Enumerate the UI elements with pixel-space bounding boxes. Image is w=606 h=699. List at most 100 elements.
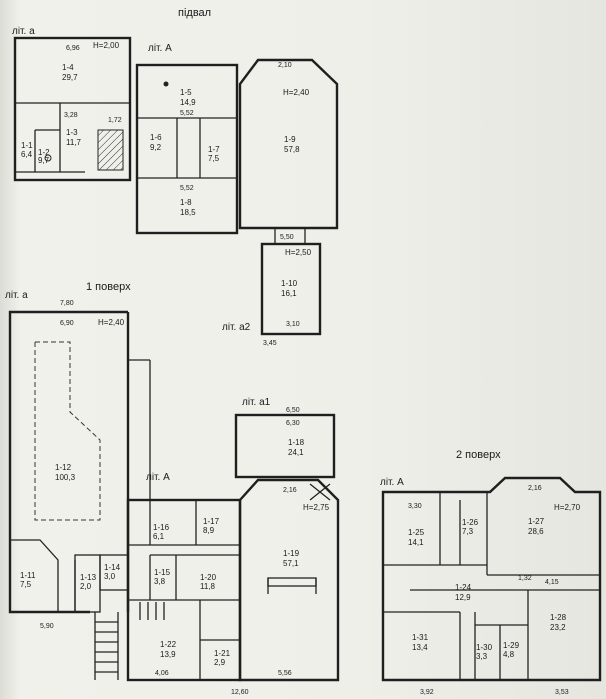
dimension-label: 12,60 bbox=[231, 689, 249, 696]
room-label: 1-11 bbox=[20, 571, 36, 580]
dimension-label: 5,52 bbox=[180, 110, 194, 117]
first-floor-plan bbox=[8, 310, 340, 682]
room-area: 2,0 bbox=[80, 582, 92, 591]
room-area: 23,2 bbox=[550, 623, 566, 632]
room-area: 3,3 bbox=[476, 652, 488, 661]
letter-label: літ. А bbox=[380, 477, 404, 488]
room-area: 12,9 bbox=[455, 593, 471, 602]
room-label: 1-26 bbox=[462, 518, 479, 527]
dimension-label: 1,72 bbox=[108, 117, 122, 124]
dimension-label: 3,53 bbox=[555, 689, 569, 696]
room-area: 7,3 bbox=[462, 527, 474, 536]
room-label: 1-1 bbox=[21, 141, 33, 150]
room-area: 3,8 bbox=[154, 577, 166, 586]
room-1-19-outline bbox=[238, 478, 340, 682]
room-area: 18,5 bbox=[180, 208, 196, 217]
fixture-symbol bbox=[44, 154, 52, 162]
room-label: 1-29 bbox=[503, 641, 520, 650]
room-label: 1-5 bbox=[180, 88, 192, 97]
room-label: 1-30 bbox=[476, 643, 493, 652]
room-label: 1-25 bbox=[408, 528, 425, 537]
lit-a1-terrace-outline bbox=[234, 413, 336, 479]
first-floor-heading: 1 поверх bbox=[86, 281, 131, 293]
dimension-label: 3,30 bbox=[408, 503, 422, 510]
room-label: 1-13 bbox=[80, 573, 97, 582]
room-label: 1-4 bbox=[62, 63, 74, 72]
ceiling-height: H=2,50 bbox=[285, 248, 312, 257]
room-1-10-outline bbox=[260, 242, 322, 336]
letter-label: літ. а2 bbox=[222, 322, 251, 333]
room-label: 1-24 bbox=[455, 583, 472, 592]
room-label: 1-6 bbox=[150, 133, 162, 142]
pool-outline-dashed bbox=[34, 341, 101, 521]
ceiling-height: H=2,00 bbox=[93, 41, 120, 50]
letter-label: літ. А bbox=[146, 472, 170, 483]
room-area: 14,1 bbox=[408, 538, 424, 547]
room-label: 1-7 bbox=[208, 145, 220, 154]
room-area: 6,4 bbox=[21, 150, 33, 159]
room-label: 1-10 bbox=[281, 279, 298, 288]
room-area: 57,8 bbox=[284, 145, 300, 154]
stair-hatch bbox=[97, 129, 124, 171]
basement-plan bbox=[13, 36, 339, 336]
dimension-label: 5,52 bbox=[180, 185, 194, 192]
second-floor-heading: 2 поверх bbox=[456, 449, 501, 461]
room-area: 8,9 bbox=[203, 526, 215, 535]
dimension-label: 6,96 bbox=[66, 45, 80, 52]
basement-heading: підвал bbox=[178, 7, 211, 19]
dimension-label: 6,90 bbox=[60, 320, 74, 327]
room-1-9-outline bbox=[238, 58, 339, 230]
room-area: 3,0 bbox=[104, 572, 116, 581]
dimension-label: 3,10 bbox=[286, 321, 300, 328]
dimension-label: 5,50 bbox=[280, 234, 294, 241]
room-label: 1-20 bbox=[200, 573, 217, 582]
room-area: 57,1 bbox=[283, 559, 299, 568]
ceiling-height: H=2,70 bbox=[554, 503, 581, 512]
room-label: 1-22 bbox=[160, 640, 177, 649]
room-area: 14,9 bbox=[180, 98, 196, 107]
room-label: 1-14 bbox=[104, 563, 121, 572]
room-label: 1-12 bbox=[55, 463, 72, 472]
dimension-label: 5,90 bbox=[40, 623, 54, 630]
letter-label: літ. а bbox=[5, 290, 28, 301]
room-area: 2,9 bbox=[214, 658, 226, 667]
ceiling-height: H=2,40 bbox=[98, 318, 125, 327]
letter-label: літ. а bbox=[12, 26, 35, 37]
room-label: 1-17 bbox=[203, 517, 220, 526]
room-label: 1-8 bbox=[180, 198, 192, 207]
dimension-label: 4,06 bbox=[155, 670, 169, 677]
dimension-label: 6,30 bbox=[286, 420, 300, 427]
room-label: 1-2 bbox=[38, 148, 50, 157]
room-label: 1-31 bbox=[412, 633, 429, 642]
basement-lit-a-outline bbox=[13, 36, 132, 182]
room-area: 11,7 bbox=[66, 138, 82, 147]
room-area: 13,4 bbox=[412, 643, 428, 652]
room-area: 16,1 bbox=[281, 289, 297, 298]
room-label: 1-9 bbox=[284, 135, 296, 144]
dimension-label: 7,80 bbox=[60, 300, 74, 307]
room-label: 1-18 bbox=[288, 438, 305, 447]
dimension-label: 2,16 bbox=[528, 485, 542, 492]
ceiling-height: H=2,75 bbox=[303, 503, 330, 512]
room-label: 1-19 bbox=[283, 549, 300, 558]
second-floor-outline bbox=[381, 476, 602, 682]
room-area: 100,3 bbox=[55, 473, 76, 482]
dimension-label: 3,45 bbox=[263, 340, 277, 347]
ceiling-height: H=2,40 bbox=[283, 88, 310, 97]
interior-stair bbox=[139, 602, 165, 620]
room-area: 7,5 bbox=[208, 154, 220, 163]
second-floor-plan bbox=[381, 476, 602, 682]
dimension-label: 3,28 bbox=[64, 112, 78, 119]
basement-lit-A-outline bbox=[135, 63, 239, 235]
wall bbox=[309, 483, 331, 501]
dimension-label: 5,56 bbox=[278, 670, 292, 677]
room-area: 4,8 bbox=[503, 650, 515, 659]
room-label: 1-27 bbox=[528, 517, 545, 526]
dimension-label: 6,50 bbox=[286, 407, 300, 414]
room-area: 7,5 bbox=[20, 580, 32, 589]
room-area: 29,7 bbox=[62, 73, 78, 82]
letter-label: літ. а1 bbox=[242, 397, 271, 408]
